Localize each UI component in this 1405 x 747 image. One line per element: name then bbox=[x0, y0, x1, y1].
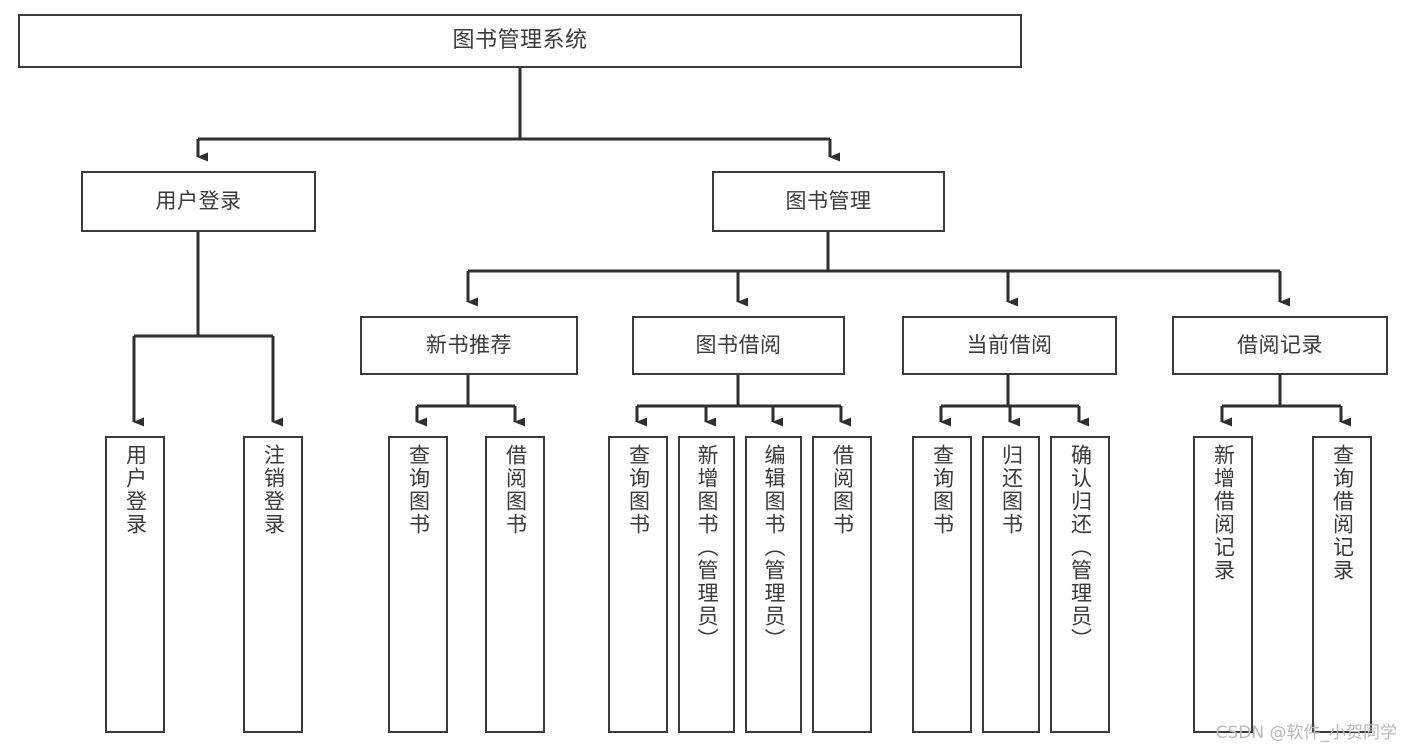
node-leaf-query-record[interactable]: 查询借阅记录 bbox=[1312, 436, 1372, 733]
node-root-label: 图书管理系统 bbox=[452, 28, 588, 54]
node-borrow-record-label: 借阅记录 bbox=[1237, 333, 1323, 358]
node-leaf-logout-label: 注销登录 bbox=[261, 444, 286, 536]
node-leaf-user-login-label: 用户登录 bbox=[123, 444, 148, 536]
node-leaf-query-book-2-label: 查询图书 bbox=[626, 444, 651, 536]
node-leaf-borrow-book-1[interactable]: 借阅图书 bbox=[485, 436, 545, 733]
node-leaf-add-record-label: 新增借阅记录 bbox=[1211, 444, 1236, 582]
node-leaf-borrow-book-2[interactable]: 借阅图书 bbox=[812, 436, 872, 733]
node-new-book-rec-label: 新书推荐 bbox=[426, 333, 512, 358]
node-user-login-label: 用户登录 bbox=[155, 189, 242, 214]
node-book-manage[interactable]: 图书管理 bbox=[712, 171, 945, 232]
node-leaf-confirm-return-label: 确认归还（管理员） bbox=[1068, 444, 1093, 651]
node-leaf-edit-book-label: 编辑图书（管理员） bbox=[762, 444, 786, 651]
node-leaf-return-book[interactable]: 归还图书 bbox=[982, 436, 1040, 733]
node-borrow-record[interactable]: 借阅记录 bbox=[1172, 316, 1388, 375]
node-new-book-rec[interactable]: 新书推荐 bbox=[360, 316, 578, 375]
node-book-manage-label: 图书管理 bbox=[785, 189, 872, 214]
node-leaf-query-book-3-label: 查询图书 bbox=[930, 444, 955, 536]
node-leaf-confirm-return[interactable]: 确认归还（管理员） bbox=[1050, 436, 1110, 733]
node-leaf-edit-book[interactable]: 编辑图书（管理员） bbox=[745, 436, 802, 733]
node-current-borrow-label: 当前借阅 bbox=[966, 333, 1053, 358]
node-leaf-query-book-3[interactable]: 查询图书 bbox=[912, 436, 972, 733]
node-leaf-query-record-label: 查询借阅记录 bbox=[1330, 444, 1355, 582]
node-leaf-borrow-book-2-label: 借阅图书 bbox=[830, 444, 855, 536]
node-leaf-logout[interactable]: 注销登录 bbox=[243, 436, 303, 733]
node-leaf-query-book-1-label: 查询图书 bbox=[406, 444, 431, 536]
node-leaf-add-book[interactable]: 新增图书（管理员） bbox=[678, 436, 735, 733]
node-leaf-add-book-label: 新增图书（管理员） bbox=[695, 444, 719, 651]
node-leaf-query-book-1[interactable]: 查询图书 bbox=[388, 436, 448, 733]
node-user-login[interactable]: 用户登录 bbox=[81, 171, 316, 232]
node-root[interactable]: 图书管理系统 bbox=[18, 14, 1022, 68]
node-current-borrow[interactable]: 当前借阅 bbox=[902, 316, 1117, 375]
node-book-borrow[interactable]: 图书借阅 bbox=[632, 316, 845, 375]
node-leaf-query-book-2[interactable]: 查询图书 bbox=[608, 436, 668, 733]
node-leaf-return-book-label: 归还图书 bbox=[999, 444, 1024, 536]
node-leaf-user-login[interactable]: 用户登录 bbox=[105, 436, 165, 733]
node-leaf-add-record[interactable]: 新增借阅记录 bbox=[1193, 436, 1253, 733]
node-leaf-borrow-book-1-label: 借阅图书 bbox=[503, 444, 528, 536]
node-book-borrow-label: 图书借阅 bbox=[695, 333, 782, 358]
